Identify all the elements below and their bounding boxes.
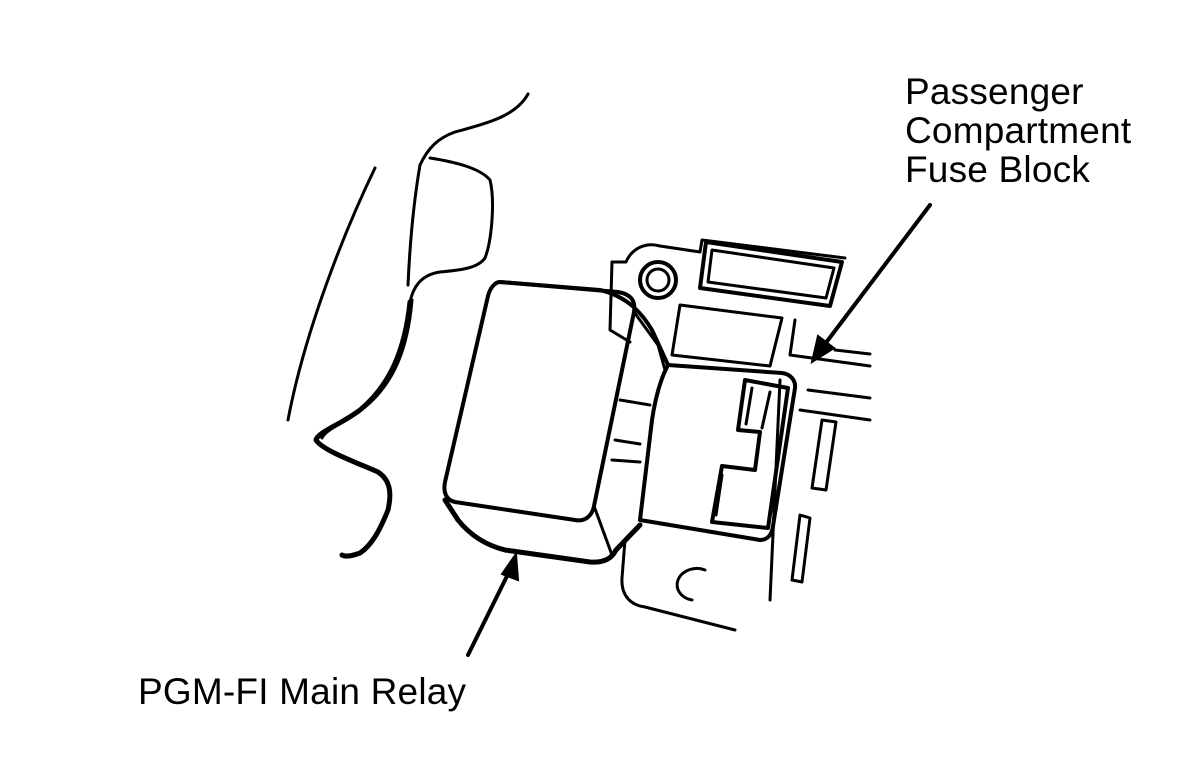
main-relay-label: PGM-FI Main Relay [138,671,467,712]
fuse-block-label: Passenger Compartment Fuse Block [905,72,1131,189]
fuse-block-shape [608,238,872,632]
fuse-block-label-line-1: Passenger [905,71,1084,112]
main-relay-arrow [466,551,520,657]
main-relay-shape [442,280,670,565]
fuse-block-arrow [810,203,932,365]
fuse-block-label-line-3: Fuse Block [905,149,1091,190]
body-panel-outline [286,92,530,559]
fuse-block-label-line-2: Compartment [905,110,1132,151]
